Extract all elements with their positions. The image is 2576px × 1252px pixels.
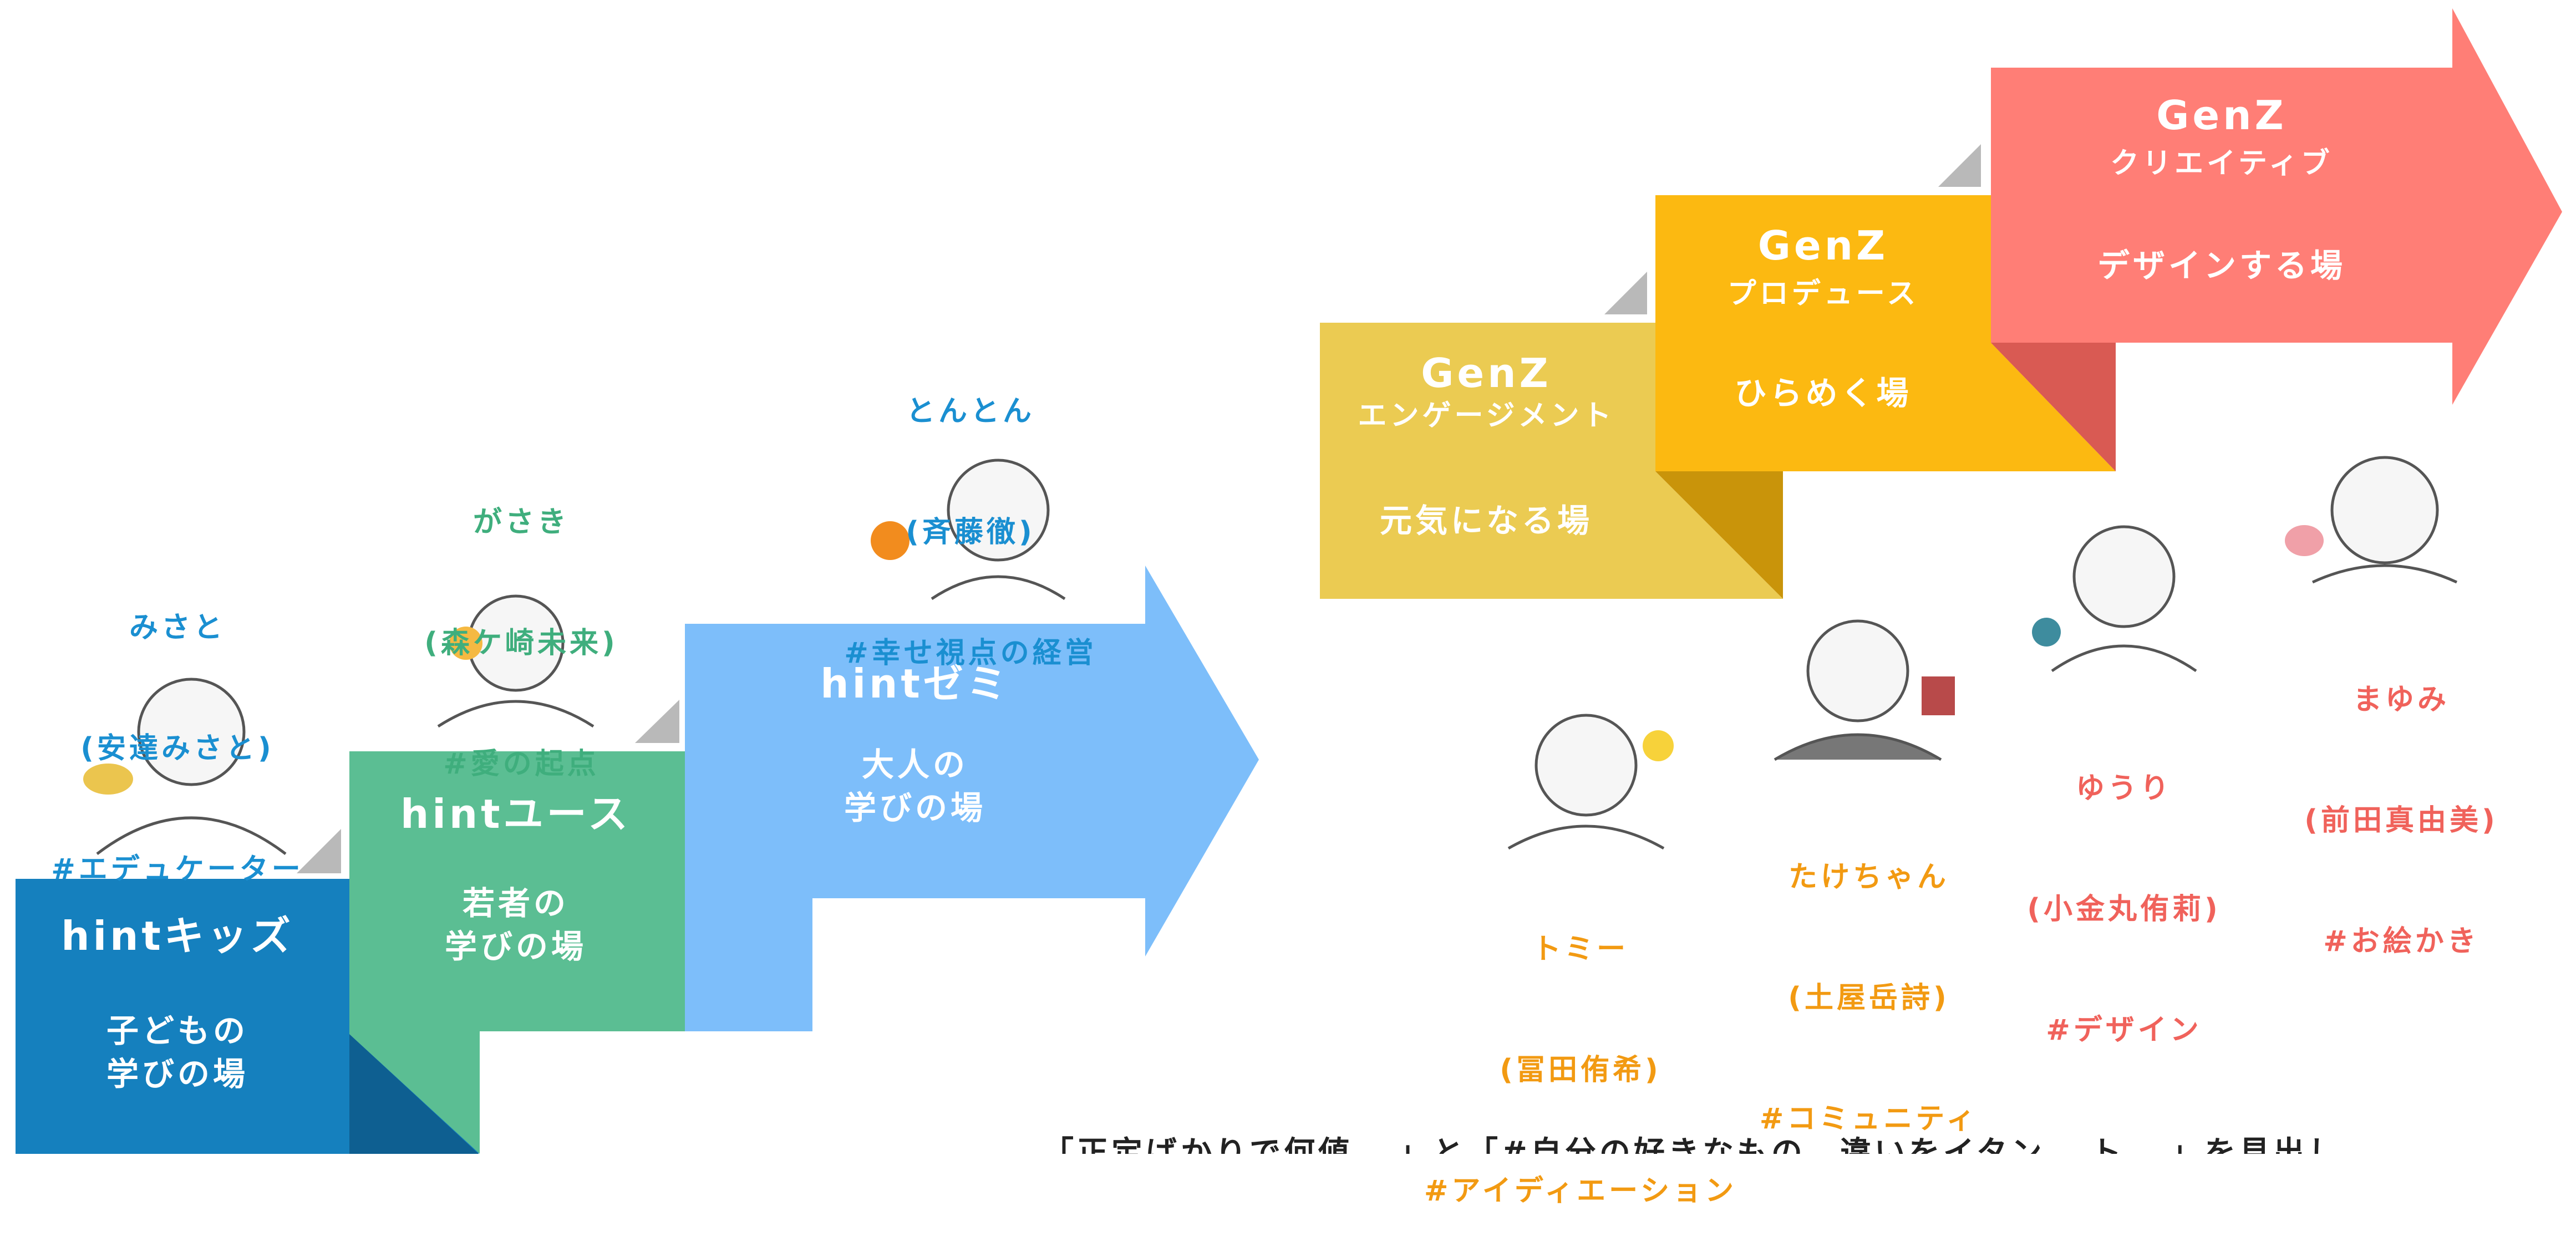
portrait-misato — [83, 678, 287, 855]
step-engagement-title: GenZ — [1421, 350, 1552, 396]
footer-text: 「正定ばかりで何値...」と「#自分の好きなもの、違いをイタン...ト...」を… — [1043, 1135, 2343, 1154]
person-name: (冨田侑希) — [1500, 1053, 1662, 1087]
person-name: (前田真由美) — [2304, 803, 2498, 837]
person-name: (森ケ崎未来) — [424, 626, 618, 660]
person-tommy: トミー (冨田侑希) #アイディエーション — [1386, 848, 1775, 1252]
person-tonton: とんとん (斉藤徹) #幸せ視点の経営 — [776, 311, 1165, 714]
person-nick: ゆうり — [2075, 771, 2172, 805]
person-misato: みさと (安達みさと) #エデュケーター — [22, 527, 333, 930]
step-zemi-desc: 大人の 学びの場 — [844, 746, 986, 827]
fold-corner — [1604, 272, 1647, 314]
person-takechan: たけちゃん (土屋岳詩) #コミュニティ — [1719, 776, 2019, 1180]
step-creative — [1938, 8, 2562, 471]
step-produce — [1604, 195, 2116, 599]
step-creative-subtitle: クリエイティブ — [2110, 147, 2333, 180]
portrait-tommy — [1507, 714, 1674, 850]
person-name: (安達みさと) — [80, 731, 275, 765]
fold-corner — [635, 700, 679, 743]
portrait-yuri — [2032, 525, 2197, 673]
person-tag: #デザイン — [2046, 1014, 2202, 1047]
portrait-takechan — [1774, 619, 1955, 761]
step-youth-title: hintユース — [400, 791, 631, 837]
step-engagement — [1320, 323, 1783, 599]
fold-corner — [1938, 144, 1981, 187]
fold-corner — [297, 829, 341, 873]
step-produce-subtitle: プロデュース — [1727, 277, 1919, 311]
person-nick: みさと — [129, 610, 226, 644]
person-tag: #アイディエーション — [1424, 1174, 1737, 1208]
person-name: (斉藤徹) — [906, 515, 1035, 549]
person-nick: トミー — [1532, 932, 1629, 966]
portrait-gasaki — [437, 594, 595, 728]
step-youth-desc: 若者の 学びの場 — [444, 884, 587, 966]
step-creative-title: GenZ — [2156, 92, 2287, 139]
person-nick: たけちゃん — [1788, 860, 1949, 894]
person-nick: まゆみ — [2353, 683, 2450, 716]
person-mayumi: まゆみ (前田真由美) #お絵かき — [2263, 599, 2540, 1002]
diagram-canvas — [16, 8, 2562, 1154]
person-name: (土屋岳詩) — [1788, 981, 1950, 1015]
person-tag: #幸せ視点の経営 — [844, 637, 1097, 670]
step-engagement-desc: 元気になる場 — [1379, 502, 1593, 540]
person-nick: とんとん — [906, 394, 1035, 428]
person-nick: がさき — [472, 505, 570, 539]
step-produce-title: GenZ — [1757, 222, 1889, 269]
portrait-tonton — [871, 459, 1066, 600]
step-zemi-title: hintゼミ — [820, 660, 1010, 707]
person-tag: #コミュニティ — [1759, 1102, 1979, 1136]
person-tag: #エデュケーター — [51, 853, 304, 887]
person-name: (小金丸侑莉) — [2027, 892, 2221, 926]
step-kids-desc: 子どもの 学びの場 — [106, 1012, 248, 1093]
person-gasaki: がさき (森ケ崎未来) #愛の起点 — [366, 421, 677, 825]
person-yuri: ゆうり (小金丸侑莉) #デザイン — [1985, 688, 2263, 1091]
person-tag: #愛の起点 — [443, 747, 599, 781]
step-produce-desc: ひらめく場 — [1734, 374, 1912, 412]
portrait-mayumi — [2285, 456, 2458, 584]
step-kids-title: hintキッズ — [61, 913, 294, 959]
step-zemi — [635, 566, 1259, 1031]
step-creative-desc: デザインする場 — [2097, 247, 2346, 284]
person-tag: #お絵かき — [2323, 925, 2480, 959]
step-engagement-subtitle: エンゲージメント — [1358, 399, 1615, 432]
